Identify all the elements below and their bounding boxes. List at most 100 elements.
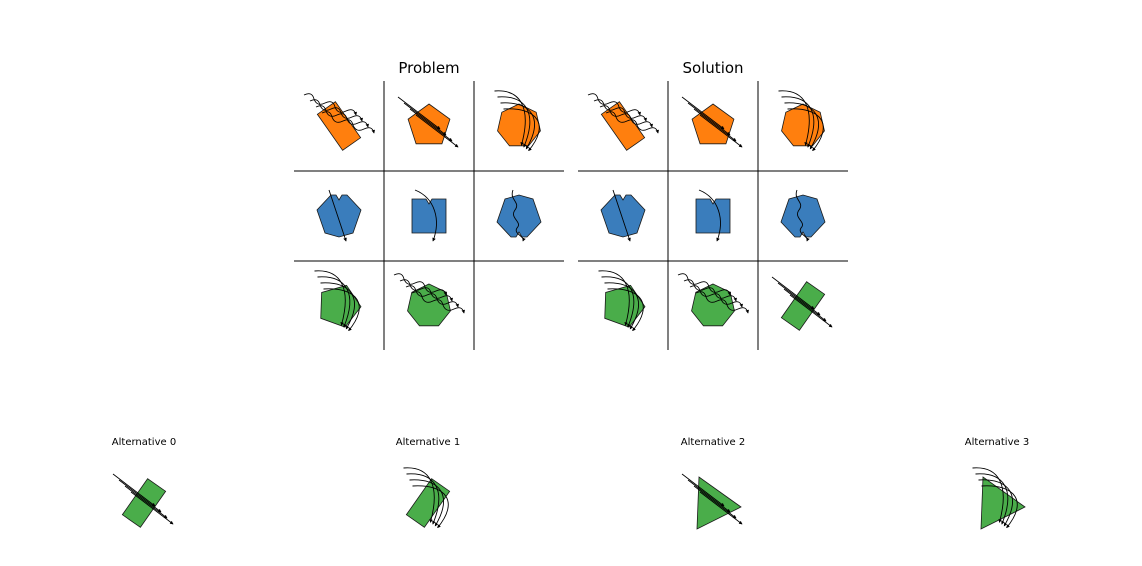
notched-pentagon-shape (600, 194, 646, 238)
notched-square-shape (695, 198, 731, 234)
alternative-1-figure (403, 467, 451, 529)
solution-cell-r0-c2 (778, 90, 825, 152)
pentagon-shape (604, 284, 646, 328)
alternative-1-title: Alternative 1 (396, 437, 460, 448)
arrow-path (677, 273, 732, 296)
problem-cell-r1-c2 (496, 189, 542, 242)
arrow-path (593, 99, 648, 122)
triangle-shape (696, 476, 742, 530)
arrow-path (399, 279, 454, 302)
solution-grid (578, 81, 848, 350)
problem-cell-r2-c0 (314, 270, 362, 332)
arrow-path (411, 291, 466, 314)
arrow-path (683, 279, 738, 302)
problem-cell-r0-c0 (303, 93, 376, 151)
rect-shape (780, 281, 826, 331)
arrow-path (405, 285, 460, 308)
arrow-path (599, 105, 654, 128)
alternative-0-title: Alternative 0 (112, 437, 176, 448)
arrow-path (698, 189, 721, 242)
arrow-path (699, 114, 743, 148)
alternatives-layer (112, 467, 1026, 530)
cells-layer (303, 90, 833, 332)
arrow-path (598, 270, 630, 326)
arrow-path (328, 189, 347, 242)
arrow-path (695, 291, 750, 314)
arrow-path (323, 288, 360, 332)
alternative-2-title: Alternative 2 (681, 437, 745, 448)
rect-shape (600, 101, 646, 151)
arrow-path (789, 294, 833, 328)
solution-cell-r0-c0 (587, 93, 660, 151)
arrow-path (397, 96, 441, 130)
notched-pentagon-shape (316, 194, 362, 238)
alternative-3-figure (972, 467, 1026, 530)
arrow-path (681, 96, 725, 130)
arrow-path (972, 467, 1004, 523)
rect-shape (121, 478, 167, 528)
alternative-3-title: Alternative 3 (965, 437, 1029, 448)
arrow-path (778, 90, 810, 146)
problem-cell-r2-c1 (393, 273, 466, 327)
notched-pentagon-shape (496, 194, 542, 238)
arrow-path (693, 485, 737, 519)
arrow-path (303, 93, 358, 116)
arrow-path (777, 282, 821, 316)
arrow-path (612, 189, 631, 242)
arrow-path (315, 105, 370, 128)
arrow-path (771, 276, 815, 310)
problem-grid (294, 81, 564, 350)
solution-cell-r1-c2 (780, 189, 826, 242)
solution-cell-r2-c2 (771, 276, 833, 331)
arrow-path (795, 189, 810, 242)
notched-square-shape (411, 198, 447, 234)
arrow-path (393, 273, 448, 296)
alternative-0-figure (112, 473, 174, 528)
problem-cell-r0-c1 (397, 96, 459, 148)
arrow-path (605, 111, 660, 134)
arrow-path (607, 288, 644, 332)
arrow-path (693, 108, 737, 142)
arrow-path (309, 99, 364, 122)
arrow-path (681, 473, 725, 507)
arrow-path (503, 108, 540, 152)
heptagon-shape (497, 103, 541, 147)
arrow-path (412, 485, 449, 529)
problem-title: Problem (398, 59, 459, 77)
arrow-path (981, 485, 1018, 529)
problem-cell-r0-c2 (494, 90, 541, 152)
arrow-path (511, 189, 526, 242)
arrow-path (687, 479, 731, 513)
solution-cell-r2-c1 (677, 273, 750, 327)
arrow-path (118, 479, 162, 513)
arrow-path (403, 102, 447, 136)
arrow-path (787, 108, 824, 152)
arrow-path (699, 491, 743, 525)
heptagon-shape (781, 103, 825, 147)
pentagon-shape (320, 284, 362, 328)
problem-cell-r1-c0 (316, 189, 362, 242)
arrow-path (409, 108, 453, 142)
arrow-path (403, 467, 435, 523)
solution-cell-r1-c1 (695, 189, 731, 242)
arrow-path (783, 288, 827, 322)
solution-cell-r2-c0 (598, 270, 646, 332)
arrow-path (587, 93, 642, 116)
arrow-path (689, 285, 744, 308)
solution-title: Solution (682, 59, 743, 77)
alternative-2-figure (681, 473, 743, 530)
notched-pentagon-shape (780, 194, 826, 238)
solution-cell-r0-c1 (681, 96, 743, 148)
rect-shape (405, 478, 451, 528)
arrow-path (687, 102, 731, 136)
arrow-path (124, 485, 168, 519)
arrow-path (494, 90, 526, 146)
solution-cell-r1-c0 (600, 189, 646, 242)
arrow-path (112, 473, 156, 507)
arrow-path (415, 114, 459, 148)
arrow-path (314, 270, 346, 326)
rect-shape (316, 101, 362, 151)
arrow-path (321, 111, 376, 134)
arrow-path (414, 189, 437, 242)
